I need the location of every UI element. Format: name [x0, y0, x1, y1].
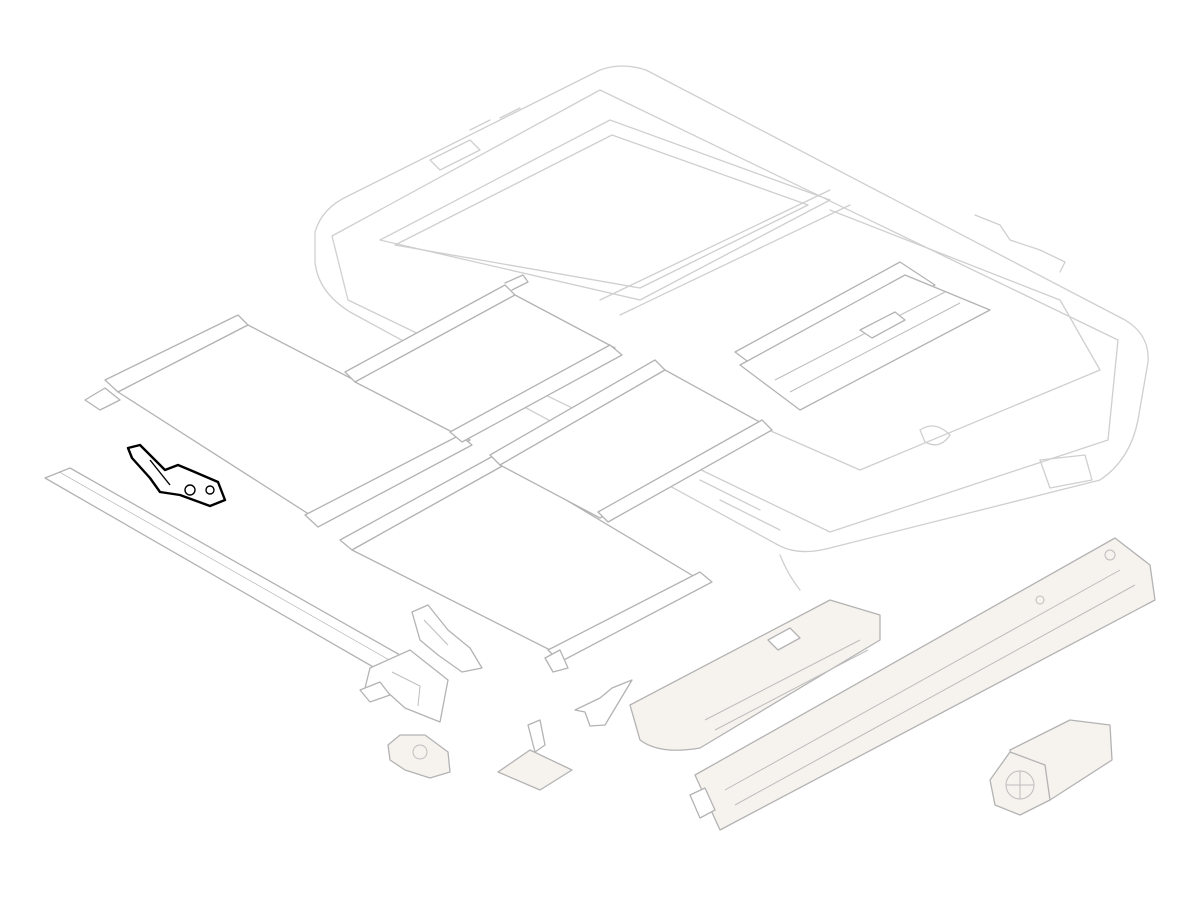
drive-motor	[989, 719, 1113, 816]
left-guide-rail	[44, 467, 449, 723]
sun-shade-rear	[84, 314, 473, 528]
mount-plate	[497, 719, 573, 791]
hinge-bracket	[574, 679, 633, 727]
front-deflector	[629, 599, 881, 751]
rail-bracket-upper	[411, 604, 483, 673]
front-trim-panel	[689, 537, 1156, 831]
sun-shade-front	[339, 454, 713, 673]
sun-shade-small	[489, 359, 773, 523]
sun-shade-middle	[344, 274, 623, 443]
roof-frame-guide	[734, 261, 991, 411]
roof-frame	[314, 65, 1149, 591]
mechanism-bracket[interactable]	[126, 443, 227, 508]
pivot-bracket	[387, 734, 451, 779]
